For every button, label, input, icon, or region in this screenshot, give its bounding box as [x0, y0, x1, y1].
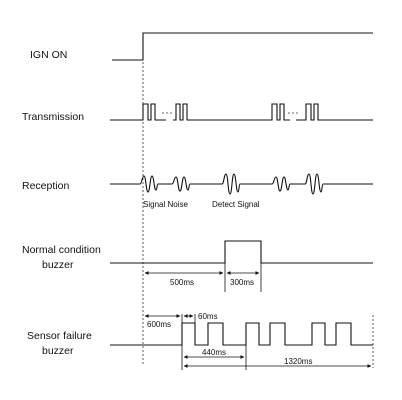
label-normal-condition: Normal condition [22, 244, 101, 256]
waveform-failure-buzzer [110, 322, 373, 346]
label-sensor-failure: Sensor failure [27, 330, 92, 342]
label-failure-cycle: 1320ms [284, 357, 312, 366]
label-failure-delay: 600ms [147, 320, 171, 329]
label-signal-noise: Signal Noise [143, 200, 188, 209]
waveform-normal-buzzer [110, 240, 373, 264]
label-normal-delay: 500ms [170, 278, 194, 287]
label-normal-on: 300ms [230, 278, 254, 287]
label-detect-signal: Detect Signal [212, 200, 260, 209]
waveform-reception [110, 173, 373, 195]
label-reception: Reception [22, 180, 69, 192]
waveform-ign-on [112, 32, 373, 61]
label-transmission: Transmission [22, 111, 84, 123]
waveform-transmission [110, 103, 373, 121]
label-failure-on: 60ms [198, 312, 218, 321]
label-normal-buzzer: buzzer [42, 259, 74, 271]
label-failure-buzzer: buzzer [42, 345, 74, 357]
label-failure-period: 440ms [202, 348, 226, 357]
label-ign-on: IGN ON [30, 49, 67, 61]
